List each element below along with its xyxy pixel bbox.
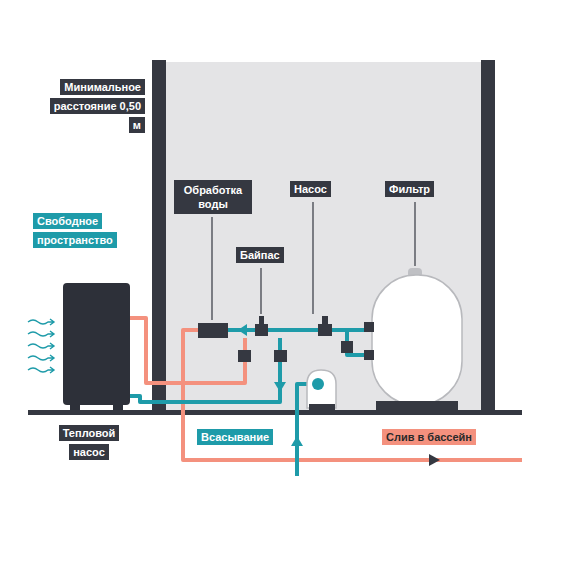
flow-arrowhead [429, 454, 440, 466]
label-text: Фильтр [385, 181, 434, 197]
filter-port [364, 322, 374, 332]
label-text: Всасывание [197, 429, 273, 445]
room-ground [166, 62, 481, 412]
leader-line [312, 202, 313, 314]
heat-pump-foot [113, 404, 123, 410]
pipe [130, 338, 280, 402]
pipe [183, 330, 522, 460]
air-flow [28, 319, 54, 373]
floor [28, 410, 522, 415]
callout-label: Обработка воды [174, 180, 252, 214]
label-text: Насос [290, 181, 331, 197]
filter [372, 275, 462, 405]
treatment-device [198, 323, 228, 338]
label-text: Слив в бассейн [382, 429, 476, 445]
pump-inlet [312, 378, 324, 390]
pump [307, 370, 336, 408]
label-text: Тепловой насос [59, 425, 120, 460]
callout-label: Насос [290, 180, 331, 199]
callout-label: Минимальное расстояние 0,50 м [48, 78, 145, 135]
flow-arrowhead [291, 436, 303, 446]
pump-base [309, 404, 335, 410]
label-text: Свободное пространство [33, 213, 117, 248]
leader-line [414, 202, 415, 266]
pipes [130, 318, 522, 476]
callout-label: Свободное пространство [33, 212, 137, 250]
flow-arrowhead [238, 324, 247, 336]
pipe [130, 318, 245, 383]
label-text: Минимальное расстояние 0,50 м [50, 79, 145, 133]
callout-label: Байпас [236, 246, 284, 265]
left-wall [152, 60, 166, 414]
label-text: Обработка воды [174, 180, 252, 214]
leader-line [260, 268, 261, 314]
filter-base [376, 401, 458, 410]
callout-label: Всасывание [197, 428, 273, 447]
filter-port [364, 350, 374, 360]
heat-pump [63, 283, 130, 405]
callout-label: Фильтр [385, 180, 434, 199]
leader-line [211, 217, 212, 320]
label-text: Байпас [236, 247, 284, 263]
valves [238, 316, 353, 362]
heat-pump-foot [70, 404, 80, 410]
callout-label: Слив в бассейн [382, 428, 476, 447]
callout-label: Тепловой насос [56, 424, 122, 462]
right-wall [481, 60, 495, 414]
flow-arrowhead [274, 382, 286, 392]
